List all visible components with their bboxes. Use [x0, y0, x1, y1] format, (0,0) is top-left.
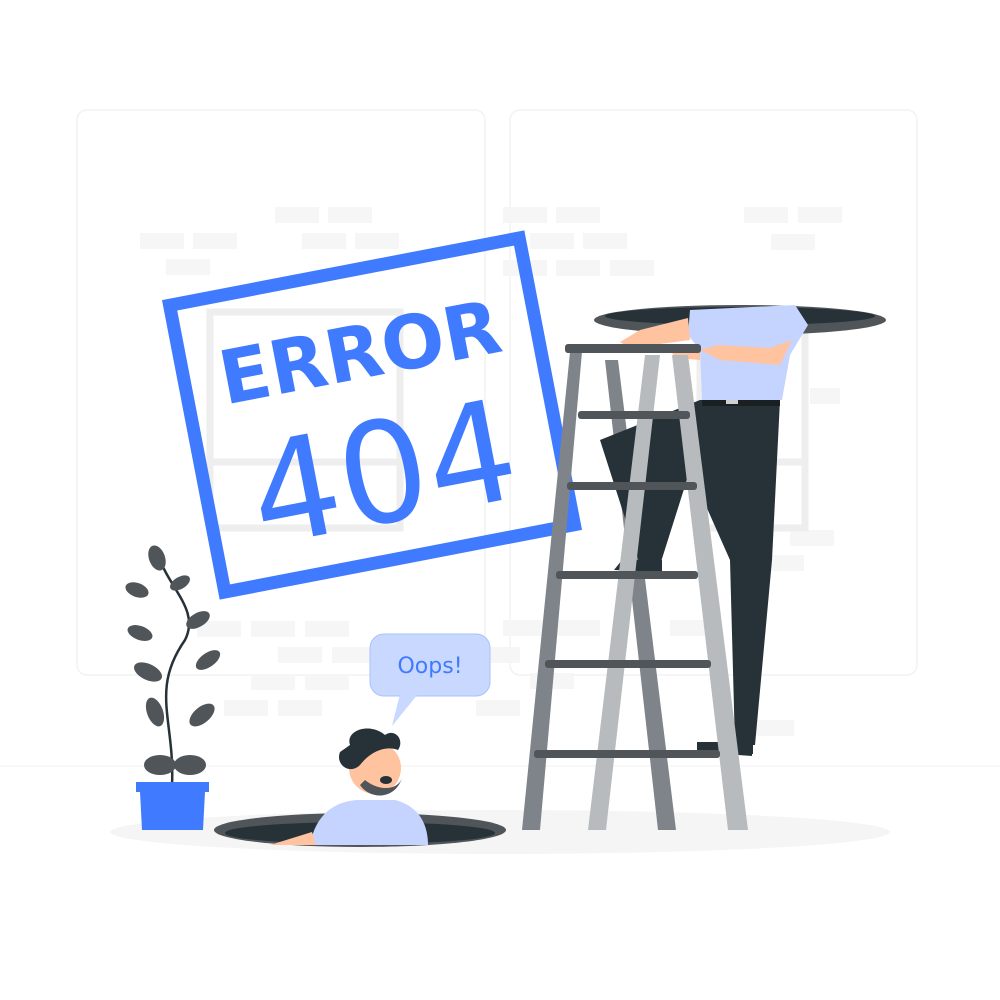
speech-bubble: Oops! [369, 633, 491, 726]
man-in-hole [214, 728, 506, 847]
potted-plant [125, 545, 221, 830]
ladder [522, 305, 808, 830]
speech-bubble-text: Oops! [397, 654, 462, 679]
error-stamp: ERROR 404 [161, 230, 583, 600]
